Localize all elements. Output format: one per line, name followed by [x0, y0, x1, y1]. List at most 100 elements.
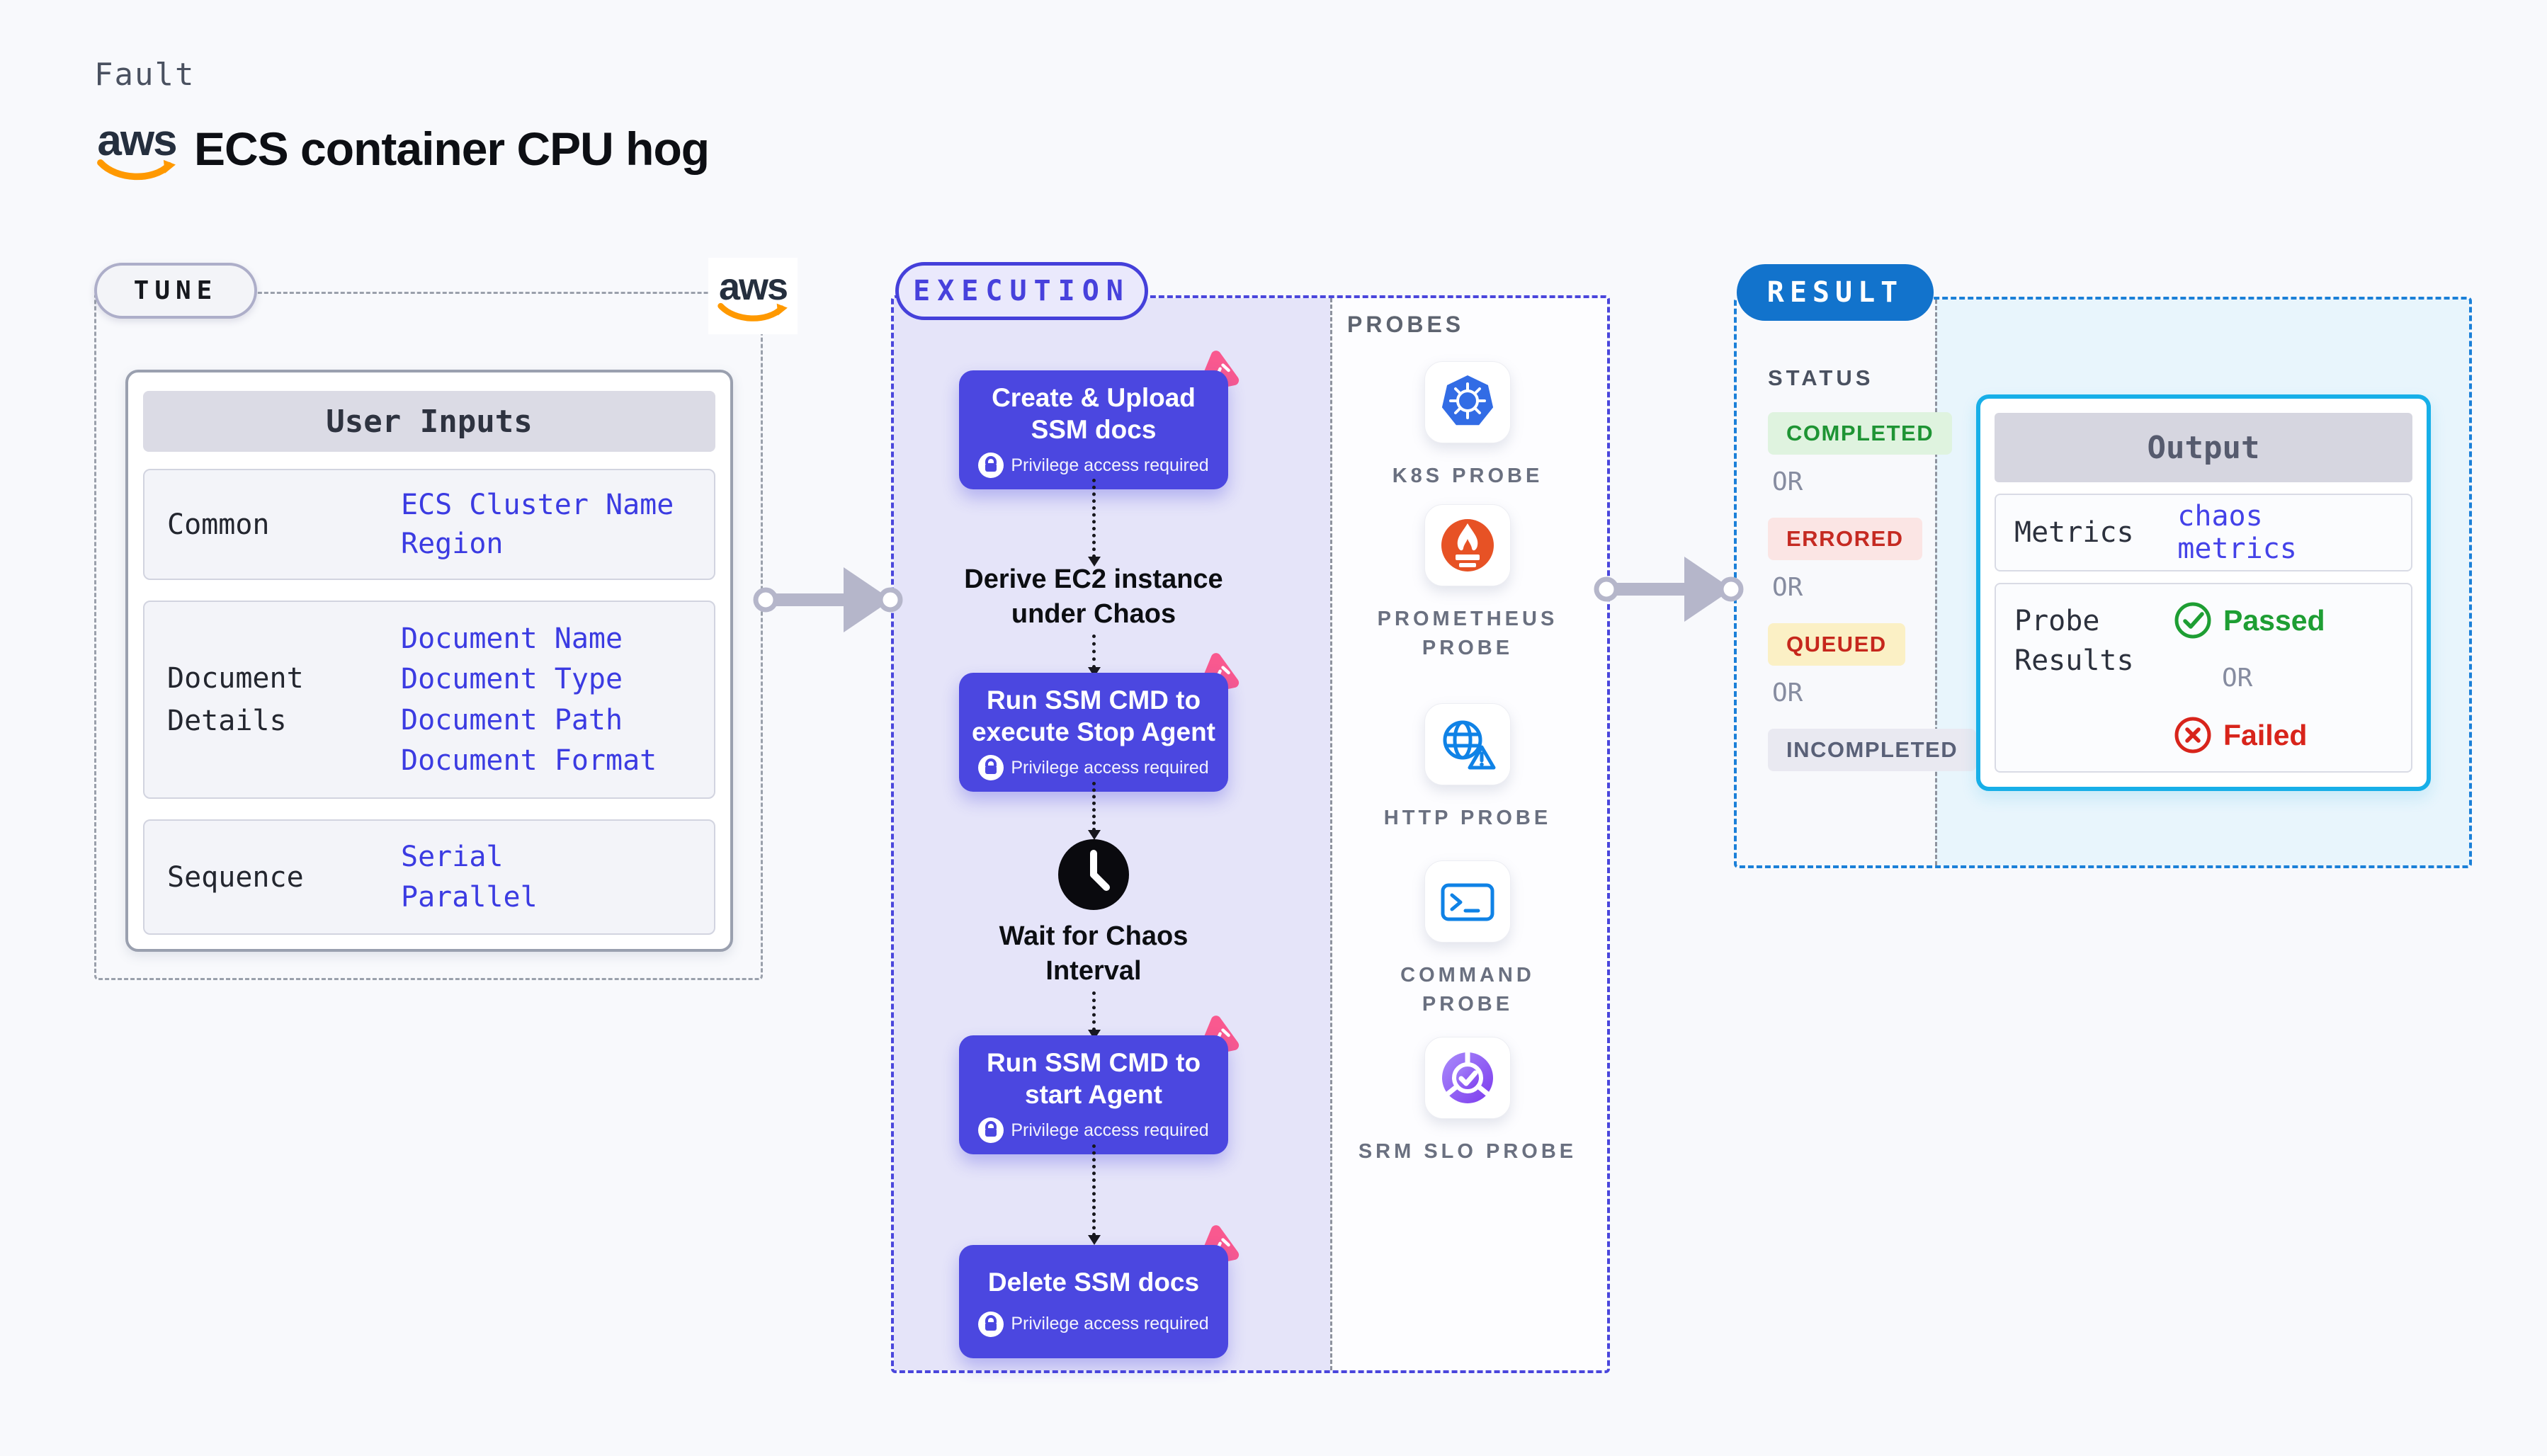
aws-smile-icon	[97, 159, 176, 181]
output-card: Output Metrics chaos metrics Probe Resul…	[1976, 394, 2431, 791]
x-circle-icon	[2174, 717, 2211, 753]
flow-connector-arrow	[1088, 479, 1101, 567]
table-row-document-details: Document Details Document Name Document …	[143, 601, 715, 799]
step-run-ssm-cmd-stop-agent: Run SSM CMD to execute Stop Agent Privil…	[959, 653, 1240, 792]
privilege-caption-text: Privilege access required	[1011, 1120, 1209, 1140]
user-inputs-card: User Inputs Common ECS Cluster Name Regi…	[125, 370, 733, 952]
probe-k8s: K8S PROBE	[1354, 361, 1581, 491]
srm-slo-icon	[1442, 1052, 1493, 1103]
status-or-label: OR	[1772, 678, 1803, 707]
tune-section-border	[94, 292, 763, 980]
row-values: ECS Cluster Name Region	[401, 470, 714, 579]
probe-card	[1424, 860, 1511, 943]
metrics-row: Metrics chaos metrics	[1995, 494, 2412, 571]
step-run-ssm-cmd-start-agent: Run SSM CMD to start Agent Privilege acc…	[959, 1016, 1240, 1155]
step-delete-ssm-docs: Delete SSM docs Privilege access require…	[959, 1225, 1240, 1358]
privilege-caption: Privilege access required	[978, 453, 1209, 479]
privilege-caption: Privilege access required	[978, 1117, 1209, 1144]
tune-section-label: TUNE	[94, 263, 257, 319]
flow-arrow-tune-to-execution	[753, 567, 903, 632]
input-value: Parallel	[401, 880, 538, 914]
kubernetes-icon	[1441, 375, 1494, 426]
lock-icon	[978, 453, 1004, 479]
execution-probes-divider	[1330, 298, 1332, 1370]
probe-card	[1424, 504, 1511, 586]
probe-name: HTTP PROBE	[1383, 807, 1552, 829]
probes-heading: PROBES	[1347, 312, 1465, 337]
row-label: Document Details	[167, 662, 304, 737]
step-derive-ec2-instance: Derive EC2 instance under Chaos	[964, 564, 1223, 630]
privilege-caption: Privilege access required	[978, 755, 1209, 781]
input-value: Document Name	[401, 622, 623, 656]
probe-card	[1424, 1037, 1511, 1119]
probe-name: PROMETHEUS PROBE	[1377, 608, 1558, 659]
aws-logo-text: aws	[97, 116, 177, 165]
failed-label: Failed	[2223, 718, 2308, 751]
privilege-caption-text: Privilege access required	[1011, 757, 1209, 778]
failed-line: Failed	[2174, 716, 2307, 754]
probe-results-values: Passed OR Failed	[2174, 601, 2393, 754]
status-badge-queued: QUEUED	[1768, 623, 1905, 666]
output-or-label: OR	[2222, 663, 2253, 693]
user-inputs-header: User Inputs	[143, 391, 715, 452]
input-value: Region	[401, 527, 504, 560]
fault-kicker: Fault	[94, 57, 195, 93]
terminal-icon	[1441, 883, 1494, 921]
passed-line: Passed	[2174, 601, 2325, 639]
row-label: Sequence	[167, 860, 304, 894]
privilege-caption-text: Privilege access required	[1011, 455, 1209, 475]
output-header: Output	[1995, 413, 2412, 482]
flow-arrow-execution-to-result	[1594, 557, 1744, 622]
aws-logo: aws	[95, 119, 178, 184]
flow-connector-arrow	[1088, 1144, 1101, 1245]
status-badge-errored: ERRORED	[1768, 518, 1922, 560]
probe-srm-slo: SRM SLO PROBE	[1354, 1037, 1581, 1166]
result-section-label: RESULT	[1737, 264, 1934, 321]
prometheus-icon	[1441, 519, 1494, 571]
status-or-label: OR	[1772, 467, 1803, 496]
result-divider	[1935, 300, 1937, 865]
execution-section-border	[891, 295, 1610, 1373]
step-title: Run SSM CMD to execute Stop Agent	[971, 686, 1216, 747]
flow-connector-arrow	[1088, 782, 1101, 840]
row-label: Common	[167, 508, 270, 541]
input-value: Document Format	[401, 744, 657, 777]
step-title: Run SSM CMD to start Agent	[986, 1048, 1201, 1110]
step-title: Create & Upload SSM docs	[992, 383, 1196, 445]
probe-results-row: Probe Results Passed OR Failed	[1995, 583, 2412, 773]
lock-icon	[978, 1311, 1004, 1337]
step-title: Delete SSM docs	[987, 1268, 1200, 1297]
status-badge-incompleted: INCOMPLETED	[1768, 729, 1977, 771]
metrics-value: chaos metrics	[2177, 500, 2297, 565]
privilege-caption: Privilege access required	[978, 1311, 1209, 1337]
aws-logo-small: aws	[708, 258, 798, 334]
probe-card	[1424, 703, 1511, 785]
http-globe-icon	[1443, 720, 1496, 770]
table-row-sequence: Sequence Serial Parallel	[143, 819, 715, 935]
flow-connector-arrow	[1088, 635, 1101, 677]
probe-results-label: Probe Results	[2014, 605, 2134, 677]
probe-name: K8S PROBE	[1392, 465, 1543, 487]
passed-label: Passed	[2223, 603, 2325, 637]
input-value: Document Path	[401, 703, 623, 736]
aws-smile-icon	[717, 302, 788, 322]
probe-name: COMMAND PROBE	[1400, 964, 1535, 1016]
table-row-common: Common ECS Cluster Name Region	[143, 469, 715, 580]
row-values: Document Name Document Type Document Pat…	[401, 602, 714, 797]
input-value: ECS Cluster Name	[401, 489, 674, 522]
privilege-caption-text: Privilege access required	[1011, 1314, 1209, 1334]
probe-prometheus: PROMETHEUS PROBE	[1354, 504, 1581, 662]
probe-http: HTTP PROBE	[1354, 703, 1581, 833]
probe-command: COMMAND PROBE	[1354, 860, 1581, 1018]
step-wait-for-chaos-interval: Wait for Chaos Interval	[999, 921, 1189, 986]
page-title: ECS container CPU hog	[194, 123, 710, 175]
probe-name: SRM SLO PROBE	[1358, 1140, 1577, 1163]
check-circle-icon	[2174, 602, 2211, 639]
probes-panel	[1332, 298, 1607, 1370]
input-value: Serial	[401, 841, 504, 874]
status-or-label: OR	[1772, 573, 1803, 602]
clock-icon	[1058, 839, 1129, 910]
lock-icon	[978, 1117, 1004, 1144]
execution-section-label: EXECUTION	[895, 262, 1148, 320]
